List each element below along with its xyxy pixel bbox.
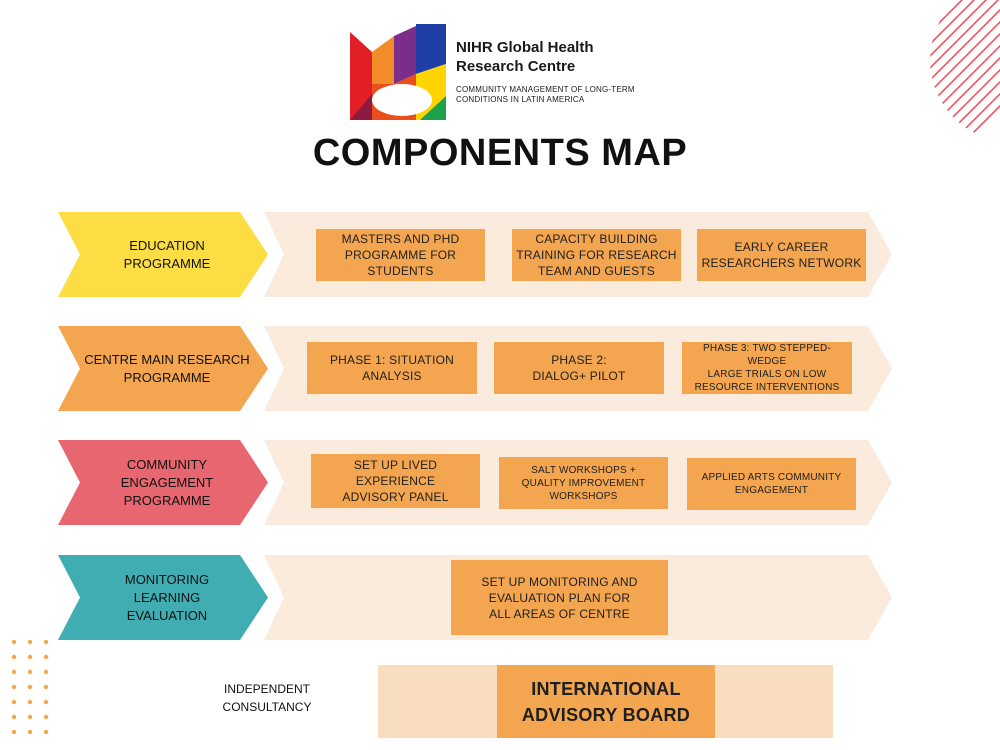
decor-dot [11,669,17,675]
component-line: MASTERS AND PHD [341,232,460,246]
centre-main-research-programme-label: CENTRE MAIN RESEARCH PROGRAMME [72,326,262,411]
monitoring-learning-evaluation-label: MONITORING LEARNING EVALUATION [72,555,262,640]
chevron-shape [58,440,268,525]
component-line: SET UP MONITORING AND [481,574,638,589]
label-line: PROGRAMME [123,369,211,385]
component-box: PHASE 2: DIALOG+ PILOT [494,342,664,394]
org-subtitle: COMMUNITY MANAGEMENT OF LONG-TERM CONDIT… [456,85,635,105]
component-line: EARLY CAREER [734,240,829,254]
component-line: PHASE 3: TWO STEPPED-WEDGE [703,343,831,367]
decor-dot [43,639,49,645]
international-advisory-board: INTERNATIONAL ADVISORY BOARD [497,665,715,738]
component-line: ADVISORY PANEL [342,490,449,504]
community-engagement-programme-label: COMMUNITY ENGAGEMENT PROGRAMME [72,440,262,525]
component-line: RESEARCHERS NETWORK [701,256,862,270]
centre-main-research-programme-chevron [58,326,268,411]
chevron-shape [58,326,268,411]
component-box: PHASE 1: SITUATION ANALYSIS [307,342,477,394]
decor-dot [27,654,33,660]
decorative-stripes [930,0,1000,142]
label-line: CENTRE MAIN RESEARCH [84,351,250,367]
component-line: PHASE 2: [551,353,607,367]
label-line: PROGRAMME [123,492,211,508]
label-line: LEARNING [133,589,201,605]
decorative-dots [11,639,49,735]
component-line: SET UP LIVED EXPERIENCE [353,458,438,488]
education-programme-label: EDUCATION PROGRAMME [72,212,262,297]
component-line: APPLIED ARTS COMMUNITY [701,472,842,483]
independent-consultancy-label: INDEPENDENT CONSULTANCY [205,680,329,716]
decor-dot [11,714,17,720]
component-box: APPLIED ARTS COMMUNITY ENGAGEMENT [687,458,856,510]
community-engagement-programme-chevron [58,440,268,525]
org-name-line: Research Centre [456,58,576,75]
component-box: CAPACITY BUILDING TRAINING FOR RESEARCH TE… [512,229,681,281]
decor-dot [43,714,49,720]
decor-dot [27,684,33,690]
label-line: COMMUNITY [126,456,208,472]
label-line: ENGAGEMENT [120,474,214,490]
decor-dot [11,699,17,705]
independent-line: INDEPENDENT [223,682,310,696]
component-line: ALL AREAS OF CENTRE [489,606,630,621]
component-line: TEAM AND GUESTS [537,264,656,278]
component-line: LARGE TRIALS ON LOW [707,369,827,380]
component-line: QUALITY IMPROVEMENT [521,477,646,489]
monitoring-learning-evaluation-chevron [58,555,268,640]
education-programme-chevron [58,212,268,297]
component-line: EVALUATION PLAN FOR [488,590,631,605]
chevron-shape [58,555,268,640]
component-line: CAPACITY BUILDING [535,232,658,246]
org-name: NIHR Global Health Research Centre [456,38,594,76]
decor-dot [27,699,33,705]
board-line: INTERNATIONAL [531,678,681,699]
page-title: COMPONENTS MAP [312,132,688,174]
component-line: SALT WORKSHOPS + [531,464,636,476]
label-line: EDUCATION [129,237,205,253]
component-box: MASTERS AND PHD PROGRAMME FOR STUDENTS [316,229,485,281]
label-line: PROGRAMME [123,255,211,271]
decor-dot [43,669,49,675]
decor-dot [43,699,49,705]
label-line: EVALUATION [126,607,208,623]
component-line: TRAINING FOR RESEARCH [516,248,677,262]
decor-dot [27,669,33,675]
component-line: PHASE 1: SITUATION [329,353,455,367]
component-box: SET UP LIVED EXPERIENCE ADVISORY PANEL [311,454,480,508]
decor-dot [27,639,33,645]
decor-dot [43,654,49,660]
component-line: WORKSHOPS [549,490,618,502]
component-line: DIALOG+ PILOT [532,369,626,383]
nihr-logo-icon [350,24,446,120]
component-box: PHASE 3: TWO STEPPED-WEDGE LARGE TRIALS O… [682,342,852,394]
org-subtitle-line: CONDITIONS IN LATIN AMERICA [456,95,585,104]
decor-dot [11,684,17,690]
decor-dot [27,729,33,735]
component-box: EARLY CAREER RESEARCHERS NETWORK [697,229,866,281]
org-name-line: NIHR Global Health [456,39,594,56]
decor-dot [43,729,49,735]
decor-dot [43,684,49,690]
component-line: PROGRAMME FOR [344,248,457,262]
label-line: MONITORING [124,571,210,587]
component-line: ENGAGEMENT [734,485,809,496]
independent-line: CONSULTANCY [222,700,312,714]
decor-dot [27,714,33,720]
component-line: ANALYSIS [362,369,422,383]
decor-dot [11,639,17,645]
org-subtitle-line: COMMUNITY MANAGEMENT OF LONG-TERM [456,85,635,94]
board-line: ADVISORY BOARD [521,704,691,725]
decor-dot [11,729,17,735]
decor-dot [11,654,17,660]
component-line: RESOURCE INTERVENTIONS [694,382,840,393]
component-line: STUDENTS [367,264,434,278]
chevron-shape [58,212,268,297]
